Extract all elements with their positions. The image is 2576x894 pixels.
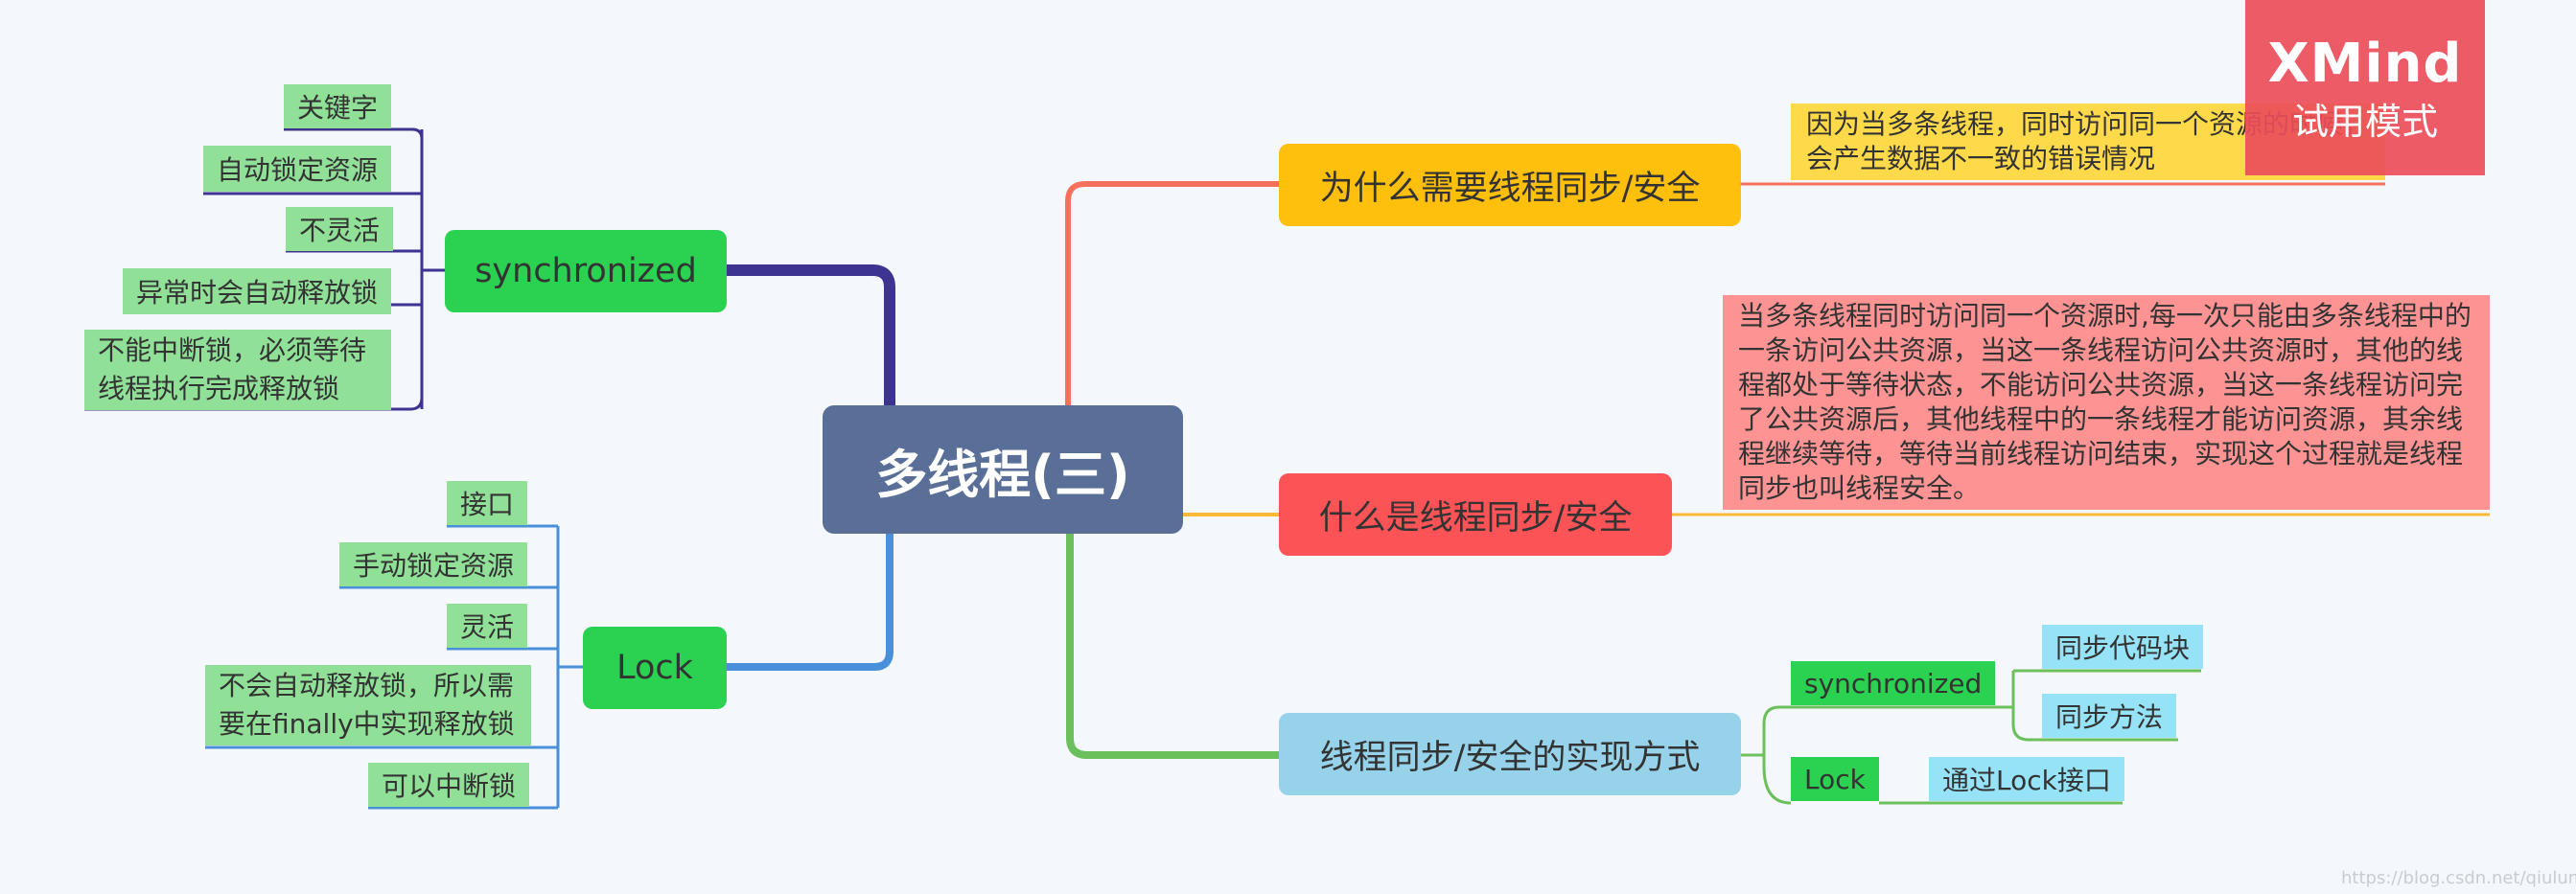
connector-central-synchronized (727, 264, 902, 427)
branch-synchronized[interactable]: synchronized (445, 230, 727, 312)
xmind-trial-watermark: XMind 试用模式 (2245, 0, 2485, 175)
leaf-manual-lock-resource[interactable]: 手动锁定资源 (339, 542, 528, 586)
branch-how-thread-sync[interactable]: 线程同步/安全的实现方式 (1279, 713, 1741, 795)
connector-how-subbranches (1741, 705, 1792, 805)
leaf-interface[interactable]: 接口 (447, 481, 528, 525)
source-url-watermark: https://blog.csdn.net/qiulumingzi (2341, 868, 2576, 888)
leaf-keyword[interactable]: 关键字 (284, 84, 392, 128)
leaf-no-auto-release[interactable]: 不会自动释放锁，所以需要在finally中实现释放锁 (205, 665, 531, 745)
branch-lock[interactable]: Lock (583, 627, 727, 709)
watermark-title: XMind (2267, 32, 2463, 95)
leaf-auto-lock-resource[interactable]: 自动锁定资源 (203, 146, 392, 192)
leaf-via-lock-interface[interactable]: 通过Lock接口 (1929, 757, 2124, 801)
leaf-can-interrupt-lock[interactable]: 可以中断锁 (368, 763, 530, 807)
connector-lock-leaves (205, 524, 583, 810)
leaf-auto-release-on-exception[interactable]: 异常时会自动释放锁 (123, 268, 392, 314)
branch-what-is-thread-sync[interactable]: 什么是线程同步/安全 (1279, 473, 1672, 556)
leaf-flexible[interactable]: 灵活 (447, 604, 528, 648)
watermark-subtitle: 试用模式 (2291, 100, 2438, 143)
central-topic[interactable]: 多线程(三) (823, 405, 1183, 534)
subbranch-synchronized[interactable]: synchronized (1791, 661, 1996, 705)
leaf-sync-method[interactable]: 同步方法 (2042, 694, 2177, 738)
subbranch-lock[interactable]: Lock (1791, 757, 1879, 801)
leaf-inflexible[interactable]: 不灵活 (286, 207, 394, 251)
branch-why-thread-sync[interactable]: 为什么需要线程同步/安全 (1279, 144, 1741, 226)
leaf-cannot-interrupt-lock[interactable]: 不能中断锁，必须等待线程执行完成释放锁 (84, 330, 391, 410)
connector-central-how (1066, 534, 1279, 759)
connector-synchronized-leaves (84, 127, 445, 411)
connector-central-lock (727, 534, 893, 671)
note-what-is-thread-sync[interactable]: 当多条线程同时访问同一个资源时,每一次只能由多条线程中的一条访问公共资源，当这一… (1723, 295, 2490, 510)
connector-central-why (1065, 181, 1279, 405)
leaf-sync-code-block[interactable]: 同步代码块 (2042, 625, 2204, 669)
connector-how-sync-leaves (1990, 669, 2201, 742)
